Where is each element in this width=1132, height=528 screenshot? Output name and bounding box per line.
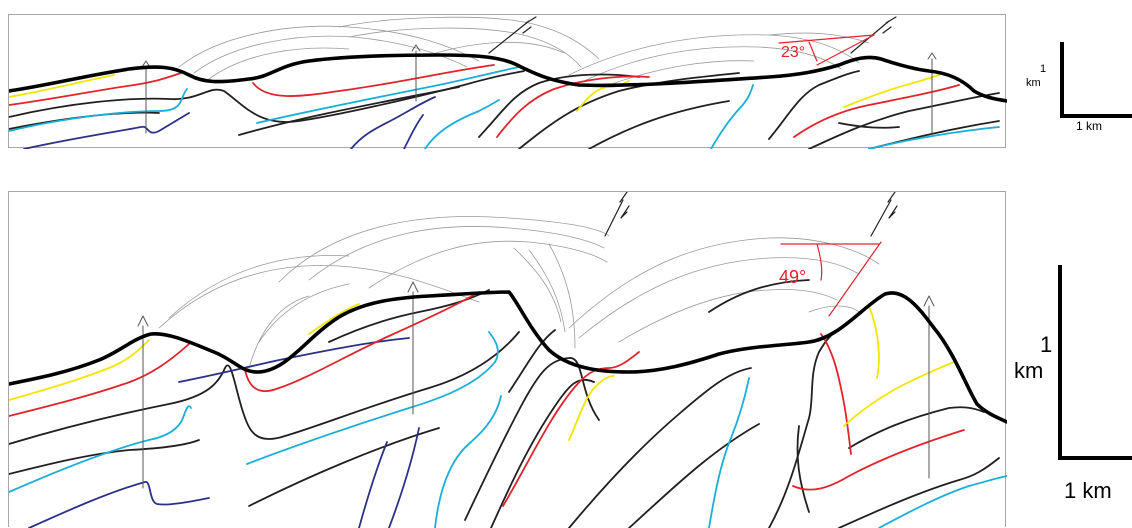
scale-bar-large-horizontal-label: 1 km <box>1064 478 1112 503</box>
scale-bar-small-vertical <box>1060 42 1064 118</box>
fault-trace-1 <box>488 20 530 54</box>
dip-angle-marker-bottom <box>780 241 882 317</box>
cross-section-bottom-drawing <box>9 192 1007 528</box>
projected-layers-bottom <box>158 216 880 369</box>
scale-bar-small-vertical-unit: km <box>1026 77 1041 89</box>
cross-section-bottom: 49° <box>8 191 1007 528</box>
scale-bar-small-horizontal-label: 1 km <box>1076 119 1103 133</box>
scale-bar-small-vertical-value: 1 <box>1040 63 1047 75</box>
scale-bar-large-vertical-unit: km <box>1014 358 1044 383</box>
fault-trace-2 <box>870 199 892 237</box>
angle-horizontal-line <box>778 34 875 44</box>
scale-bar-small-horizontal <box>1060 114 1132 118</box>
dip-angle-label-top: 23° <box>781 44 806 61</box>
red-layers-top <box>9 64 960 138</box>
scale-bar-large-horizontal <box>1058 456 1132 460</box>
angle-dip-line <box>828 241 882 317</box>
black-layers-bottom <box>9 279 1000 528</box>
dip-angle-marker-top <box>778 34 875 66</box>
topographic-surface-top <box>9 53 1007 103</box>
wells-bottom <box>137 281 935 489</box>
projected-layers-top <box>178 16 870 86</box>
topographic-surface-bottom <box>9 290 1007 424</box>
yellow-layers-top <box>9 74 940 112</box>
dip-angle-label-bottom: 49° <box>779 267 807 287</box>
black-layers-top <box>9 70 1000 149</box>
angle-dip-line <box>816 34 875 66</box>
fault-arrows-bottom <box>604 192 898 237</box>
cross-section-top-drawing <box>9 16 1007 149</box>
yellow-layers-bottom <box>9 303 955 441</box>
navy-layers-top <box>23 96 436 149</box>
navy-layers-bottom <box>28 337 420 528</box>
cyan-layers-bottom <box>9 331 1007 528</box>
scale-bar-large-vertical <box>1058 265 1062 460</box>
scale-bar-large-vertical-value: 1 <box>1040 332 1053 357</box>
cross-section-top: 23° <box>8 14 1007 149</box>
fault-trace-1 <box>604 199 624 237</box>
red-layers-bottom <box>9 291 965 507</box>
